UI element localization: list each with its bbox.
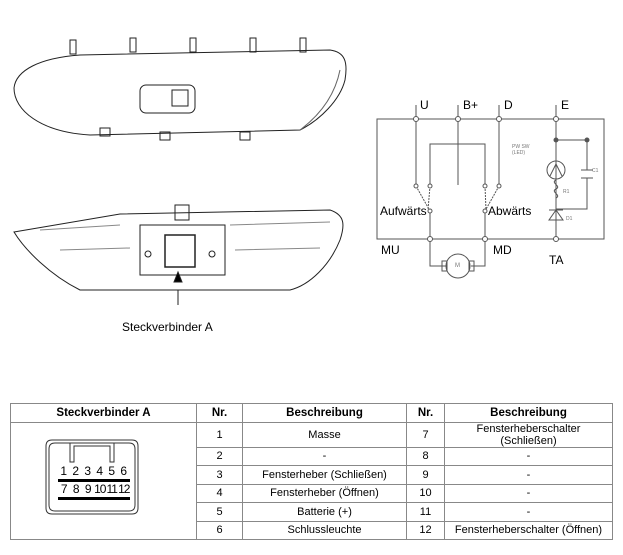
terminal-d: D bbox=[504, 98, 513, 112]
pin-desc: Fensterheber (Öffnen) bbox=[242, 483, 407, 503]
switch-label-up: Aufwärts bbox=[380, 204, 427, 218]
table-header: Steckverbinder A Nr. Beschreibung Nr. Be… bbox=[10, 403, 613, 423]
pin-nr: 11 bbox=[406, 502, 445, 522]
pin-label: 3 bbox=[82, 464, 94, 482]
pin-desc: Schlussleuchte bbox=[242, 520, 407, 540]
terminal-ta: TA bbox=[549, 253, 564, 267]
terminal-u: U bbox=[420, 98, 429, 112]
pin-desc: - bbox=[444, 465, 613, 485]
switch-label-down: Abwärts bbox=[488, 204, 532, 218]
pin-desc: - bbox=[444, 446, 613, 466]
pin-nr: 8 bbox=[406, 446, 445, 466]
pin-desc: - bbox=[242, 446, 407, 466]
pin-desc: - bbox=[444, 483, 613, 503]
terminal-e: E bbox=[561, 98, 570, 112]
pin-desc: Fensterheberschalter (Schließen) bbox=[444, 421, 613, 448]
switch-panel-top-view bbox=[13, 37, 347, 141]
pin-label: 11 bbox=[106, 482, 118, 500]
pin-label: 12 bbox=[118, 482, 130, 500]
pin-label: 2 bbox=[70, 464, 82, 482]
pin-nr: 9 bbox=[406, 465, 445, 485]
pin-nr: 7 bbox=[406, 421, 445, 448]
pin-label: 8 bbox=[70, 482, 82, 500]
pin-nr: 10 bbox=[406, 483, 445, 503]
header-desc-2: Beschreibung bbox=[444, 403, 613, 423]
pin-desc: Fensterheberschalter (Öffnen) bbox=[444, 520, 613, 540]
pin-nr: 4 bbox=[196, 483, 243, 503]
terminal-mu: MU bbox=[381, 243, 400, 257]
pin-nr: 2 bbox=[196, 446, 243, 466]
pin-label: 9 bbox=[82, 482, 94, 500]
pin-label: 6 bbox=[118, 464, 130, 482]
pin-nr: 5 bbox=[196, 502, 243, 522]
pin-label: 1 bbox=[58, 464, 70, 482]
illustrations bbox=[13, 37, 605, 305]
pin-label: 10 bbox=[94, 482, 106, 500]
header-nr-1: Nr. bbox=[196, 403, 243, 423]
terminal-b-plus: B+ bbox=[463, 98, 479, 112]
pin-label: 7 bbox=[58, 482, 70, 500]
header-desc-1: Beschreibung bbox=[242, 403, 407, 423]
pin-label: 5 bbox=[106, 464, 118, 482]
c1-label: C1 bbox=[592, 168, 599, 174]
pin-nr: 1 bbox=[196, 421, 243, 448]
pin-label: 4 bbox=[94, 464, 106, 482]
led-label: PW SW (LED) bbox=[512, 144, 530, 156]
pin-desc: - bbox=[444, 502, 613, 522]
d1-label: D1 bbox=[566, 216, 573, 222]
pin-desc: Batterie (+) bbox=[242, 502, 407, 522]
pin-desc: Fensterheber (Schließen) bbox=[242, 465, 407, 485]
connector-a-callout: Steckverbinder A bbox=[122, 320, 213, 334]
pin-nr: 12 bbox=[406, 520, 445, 540]
terminal-md: MD bbox=[493, 243, 512, 257]
header-connector: Steckverbinder A bbox=[10, 403, 197, 423]
header-nr-2: Nr. bbox=[406, 403, 445, 423]
motor-label: M bbox=[455, 263, 460, 269]
pin-nr: 6 bbox=[196, 520, 243, 540]
switch-panel-bottom-view bbox=[13, 204, 344, 305]
circuit-diagram bbox=[376, 105, 605, 279]
pin-desc: Masse bbox=[242, 421, 407, 448]
r1-label: R1 bbox=[563, 189, 570, 195]
pin-nr: 3 bbox=[196, 465, 243, 485]
